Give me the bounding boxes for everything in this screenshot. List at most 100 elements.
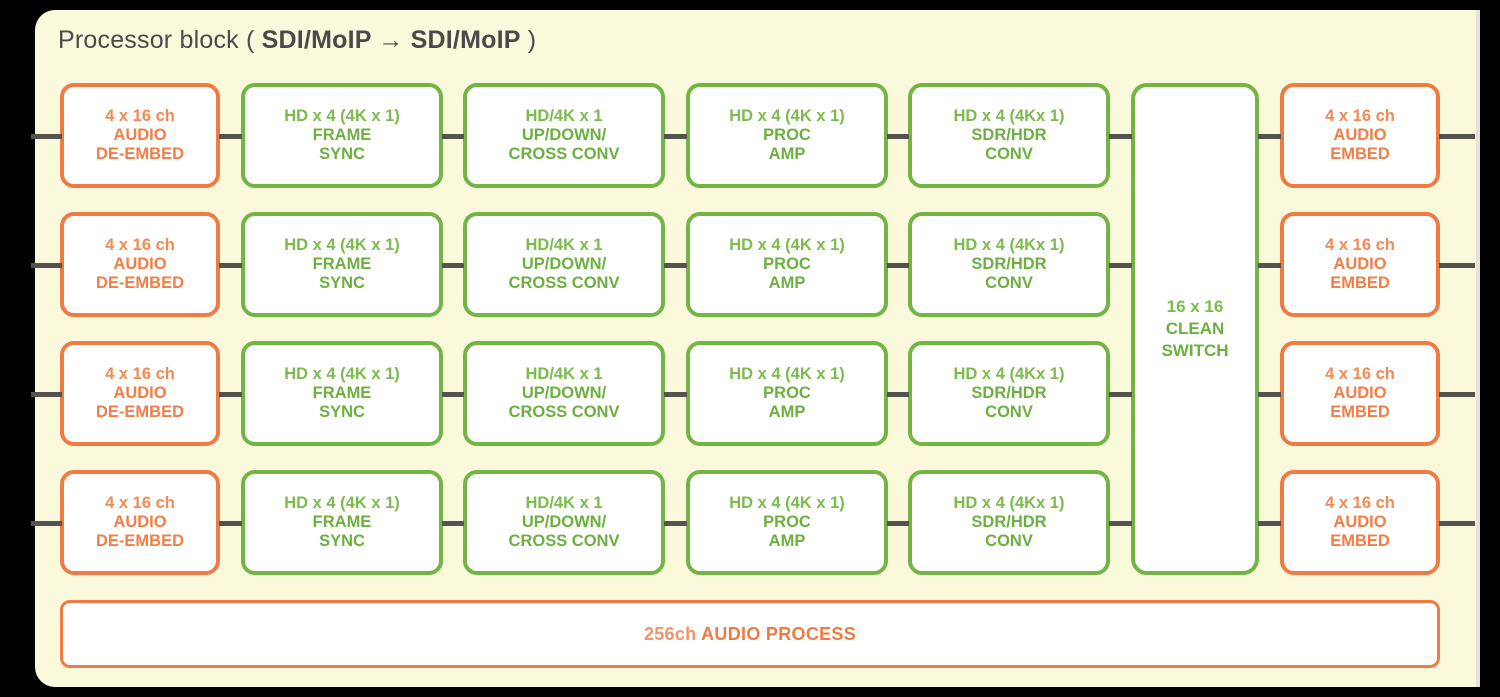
block-line: HD x 4 (4K x 1) xyxy=(284,364,400,383)
block-line: SYNC xyxy=(319,145,365,164)
block-line: SDR/HDR xyxy=(971,125,1047,144)
block-line: CONV xyxy=(985,145,1033,164)
block-line: EMBED xyxy=(1330,403,1390,422)
block-line: UP/DOWN/ xyxy=(521,383,607,402)
block-line: HD x 4 (4K x 1) xyxy=(729,364,845,383)
block-line: DE-EMBED xyxy=(95,145,184,164)
block-line: HD x 4 (4K x 1) xyxy=(284,106,400,125)
block-line: HD x 4 (4K x 1) xyxy=(729,235,845,254)
block-line: AUDIO xyxy=(1333,125,1387,144)
block-line: EMBED xyxy=(1330,274,1390,293)
block-line: FRAME xyxy=(312,125,372,144)
block-line: CROSS CONV xyxy=(508,274,620,293)
block-line: HD x 4 (4K x 1) xyxy=(729,493,845,512)
connector-between-blocks xyxy=(1109,133,1132,139)
block-line: HD/4K x 1 xyxy=(525,364,603,383)
connector-between-blocks xyxy=(1258,133,1281,139)
title-signal-chain: SDI/MoIP → SDI/MoIP xyxy=(261,26,521,54)
block-line: HD/4K x 1 xyxy=(525,106,603,125)
block-line: SDR/HDR xyxy=(971,383,1047,402)
connector-between-blocks xyxy=(442,520,464,526)
block-line: UP/DOWN/ xyxy=(521,125,607,144)
connector-input-stub xyxy=(31,391,62,397)
block-line: AUDIO xyxy=(113,254,167,273)
block-line: CROSS CONV xyxy=(508,403,620,422)
clean-switch-line: CLEAN xyxy=(1165,318,1225,338)
block-line: HD/4K x 1 xyxy=(525,493,603,512)
block-line: 4 x 16 ch xyxy=(105,106,175,125)
connector-between-blocks xyxy=(887,262,909,268)
block-line: UP/DOWN/ xyxy=(521,512,607,531)
block-line: PROC xyxy=(763,383,811,402)
block-line: FRAME xyxy=(312,383,372,402)
block-line: AUDIO xyxy=(113,125,167,144)
block-line: 4 x 16 ch xyxy=(1325,364,1395,383)
connector-between-blocks xyxy=(664,520,687,526)
clean-switch-line: 16 x 16 xyxy=(1166,296,1224,316)
page-title: Processor block ( SDI/MoIP → SDI/MoIP ) xyxy=(58,26,536,55)
block-line: PROC xyxy=(763,254,811,273)
block-line: AUDIO xyxy=(1333,512,1387,531)
block-line: DE-EMBED xyxy=(95,403,184,422)
block-line: AUDIO xyxy=(1333,254,1387,273)
block-line: PROC xyxy=(763,512,811,531)
block-line: HD x 4 (4Kx 1) xyxy=(953,364,1065,383)
block-line: AUDIO xyxy=(1333,383,1387,402)
block-line: CONV xyxy=(985,403,1033,422)
block-line: CONV xyxy=(985,532,1033,551)
block-line: DE-EMBED xyxy=(95,532,184,551)
block-line: HD x 4 (4K x 1) xyxy=(284,493,400,512)
block-line: CONV xyxy=(985,274,1033,293)
connector-input-stub xyxy=(31,133,62,139)
block-line: AMP xyxy=(768,145,806,164)
block-line: SDR/HDR xyxy=(971,254,1047,273)
block-line: CROSS CONV xyxy=(508,532,620,551)
block-line: FRAME xyxy=(312,512,372,531)
block-line: FRAME xyxy=(312,254,372,273)
clean-switch-line: SWITCH xyxy=(1161,341,1229,361)
block-line: 4 x 16 ch xyxy=(1325,493,1395,512)
connector-between-blocks xyxy=(664,133,687,139)
block-line: HD x 4 (4Kx 1) xyxy=(953,235,1065,254)
connector-between-blocks xyxy=(219,520,242,526)
block-line: EMBED xyxy=(1330,532,1390,551)
connector-output-stub xyxy=(1439,520,1475,526)
block-line: HD x 4 (4K x 1) xyxy=(284,235,400,254)
block-line: PROC xyxy=(763,125,811,144)
block-line: AMP xyxy=(768,274,806,293)
block-line: 4 x 16 ch xyxy=(1325,235,1395,254)
connector-input-stub xyxy=(31,520,62,526)
block-audio-process[interactable]: 256ch AUDIO PROCESS xyxy=(60,600,1440,668)
block-line: AUDIO xyxy=(113,512,167,531)
connector-between-blocks xyxy=(664,262,687,268)
connector-between-blocks xyxy=(887,133,909,139)
block-line: AMP xyxy=(768,532,806,551)
connector-between-blocks xyxy=(442,133,464,139)
